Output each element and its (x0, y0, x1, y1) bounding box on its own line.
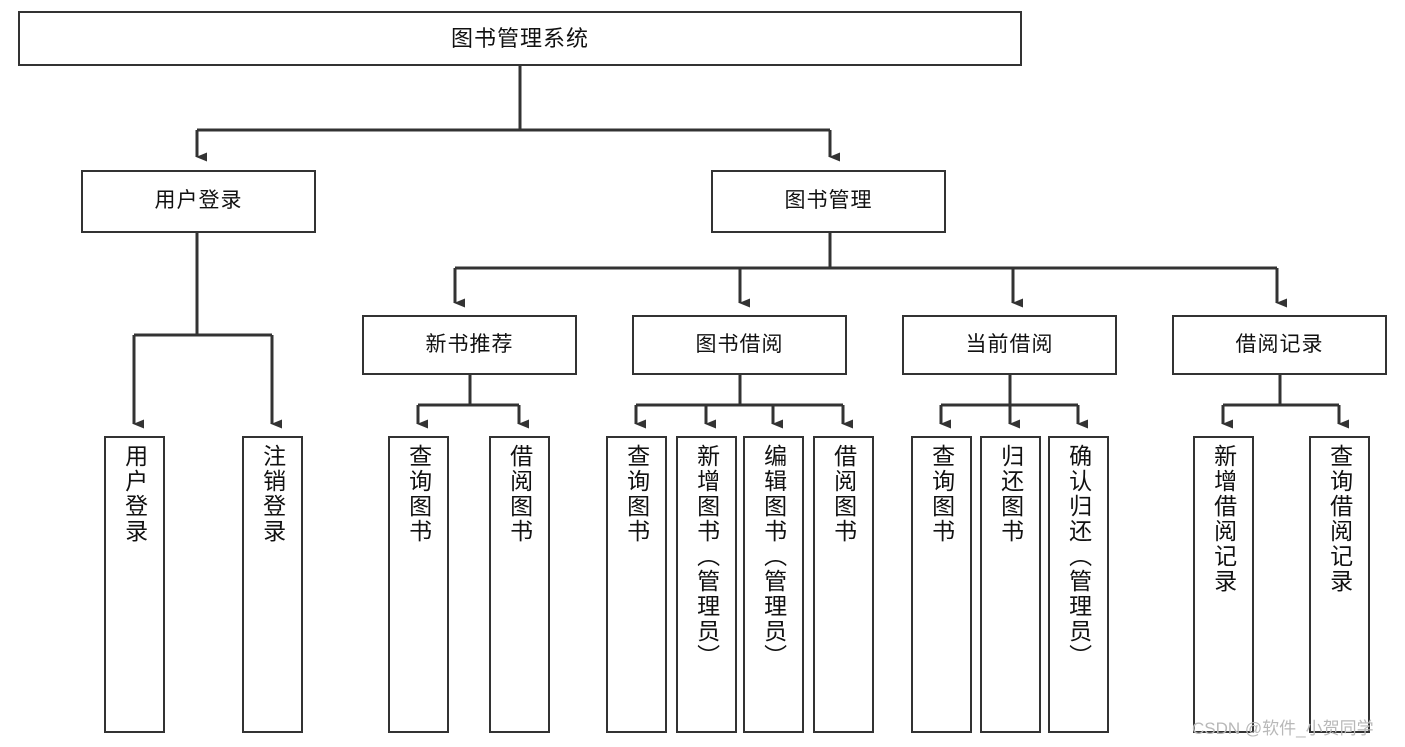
node-label: 借阅图书 (506, 444, 533, 544)
node-label: 新书推荐 (425, 332, 514, 356)
node-user-login[interactable]: 用户登录 (81, 170, 316, 233)
node-leaf-add-book[interactable]: 新增图书（管理员） (676, 436, 737, 733)
node-label: 图书管理系统 (450, 25, 589, 51)
node-leaf-query-book-3[interactable]: 查询图书 (911, 436, 972, 733)
node-current-borrow[interactable]: 当前借阅 (902, 315, 1117, 375)
node-leaf-add-record[interactable]: 新增借阅记录 (1193, 436, 1254, 733)
node-leaf-confirm-return[interactable]: 确认归还（管理员） (1048, 436, 1109, 733)
node-label: 图书借阅 (695, 332, 784, 356)
node-leaf-query-book-1[interactable]: 查询图书 (388, 436, 449, 733)
node-borrow-record[interactable]: 借阅记录 (1172, 315, 1387, 375)
node-label: 图书管理 (784, 189, 873, 213)
watermark-text: CSDN @软件_小贺同学 (1192, 719, 1374, 738)
node-label: 注销登录 (259, 444, 286, 544)
node-label: 查询借阅记录 (1326, 444, 1353, 594)
node-label: 当前借阅 (965, 332, 1054, 356)
node-label: 用户登录 (154, 189, 243, 213)
node-new-book-rec[interactable]: 新书推荐 (362, 315, 577, 375)
node-leaf-user-login[interactable]: 用户登录 (104, 436, 165, 733)
node-leaf-query-book-2[interactable]: 查询图书 (606, 436, 667, 733)
node-leaf-query-record[interactable]: 查询借阅记录 (1309, 436, 1370, 733)
node-label: 新增借阅记录 (1210, 444, 1237, 594)
node-label: 编辑图书（管理员） (760, 444, 787, 669)
node-book-manage[interactable]: 图书管理 (711, 170, 946, 233)
node-leaf-edit-book[interactable]: 编辑图书（管理员） (743, 436, 804, 733)
node-leaf-return-book[interactable]: 归还图书 (980, 436, 1041, 733)
node-root-system[interactable]: 图书管理系统 (18, 11, 1022, 66)
node-book-borrow[interactable]: 图书借阅 (632, 315, 847, 375)
node-leaf-borrow-book-1[interactable]: 借阅图书 (489, 436, 550, 733)
node-label: 确认归还（管理员） (1065, 444, 1092, 669)
node-label: 用户登录 (121, 444, 148, 544)
node-label: 归还图书 (997, 444, 1024, 544)
node-label: 查询图书 (928, 444, 955, 544)
node-leaf-user-logout[interactable]: 注销登录 (242, 436, 303, 733)
node-label: 新增图书（管理员） (693, 444, 720, 669)
node-label: 借阅图书 (830, 444, 857, 544)
node-label: 查询图书 (623, 444, 650, 544)
node-label: 借阅记录 (1235, 332, 1324, 356)
node-leaf-borrow-book-2[interactable]: 借阅图书 (813, 436, 874, 733)
node-label: 查询图书 (405, 444, 432, 544)
